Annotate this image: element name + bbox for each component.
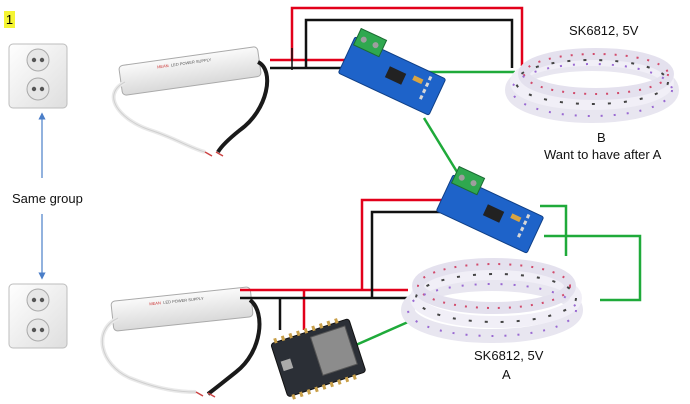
wires-bottom: [240, 198, 642, 354]
led-strip-b: [505, 48, 679, 123]
psu-top-text: LED POWER SUPPLY: [171, 57, 212, 68]
strip-a-model-label: SK6812, 5V: [474, 348, 544, 363]
strip-a-letter-label: A: [502, 367, 511, 382]
power-supply-top: MEAN LED POWER SUPPLY: [111, 46, 270, 157]
wall-socket-top: [8, 43, 68, 109]
strip-b-note-label: Want to have after A: [544, 147, 662, 162]
psu-bottom-text: LED POWER SUPPLY: [163, 296, 204, 305]
same-group-label: Same group: [12, 191, 83, 206]
power-supply-bottom: MEAN LED POWER SUPPLY: [100, 286, 262, 398]
wires-top: [270, 6, 524, 181]
esp32-board: [270, 318, 366, 400]
step-number-badge: 1: [4, 11, 15, 28]
rs485-module-bottom: [436, 165, 544, 254]
strip-b-model-label: SK6812, 5V: [569, 23, 639, 38]
led-strip-a: [401, 258, 583, 343]
psu-top-brand: MEAN: [157, 63, 169, 70]
psu-bottom-brand: MEAN: [149, 300, 161, 306]
wall-socket-bottom: [8, 283, 68, 349]
strip-b-letter-label: B: [597, 130, 606, 145]
rs485-module-top: [338, 27, 446, 116]
